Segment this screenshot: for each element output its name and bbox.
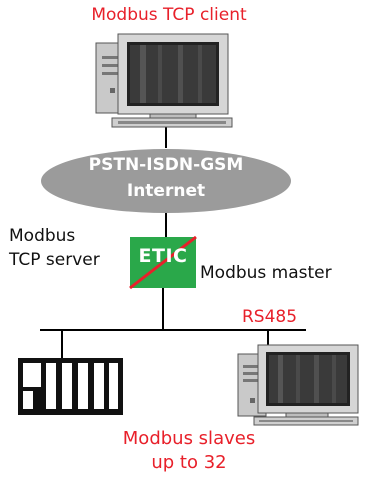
server-label-line1: Modbus bbox=[9, 226, 76, 246]
etic-device-icon bbox=[129, 235, 197, 290]
network-label-line2: Internet bbox=[126, 181, 206, 201]
plc-rack-icon bbox=[18, 358, 123, 415]
client-computer-icon bbox=[95, 33, 233, 128]
master-label: Modbus master bbox=[200, 263, 332, 283]
etic-logo-text: ETIC bbox=[138, 245, 188, 267]
slaves-label-line2: up to 32 bbox=[151, 452, 227, 473]
network-label-line1: PSTN-ISDN-GSM bbox=[88, 155, 244, 175]
server-label-line2: TCP server bbox=[9, 250, 100, 270]
slave-computer-icon bbox=[237, 344, 359, 426]
client-label: Modbus TCP client bbox=[91, 5, 247, 25]
bus-label: RS485 bbox=[242, 307, 298, 327]
slaves-label-line1: Modbus slaves bbox=[122, 428, 256, 449]
network-cloud-shape bbox=[41, 149, 291, 213]
